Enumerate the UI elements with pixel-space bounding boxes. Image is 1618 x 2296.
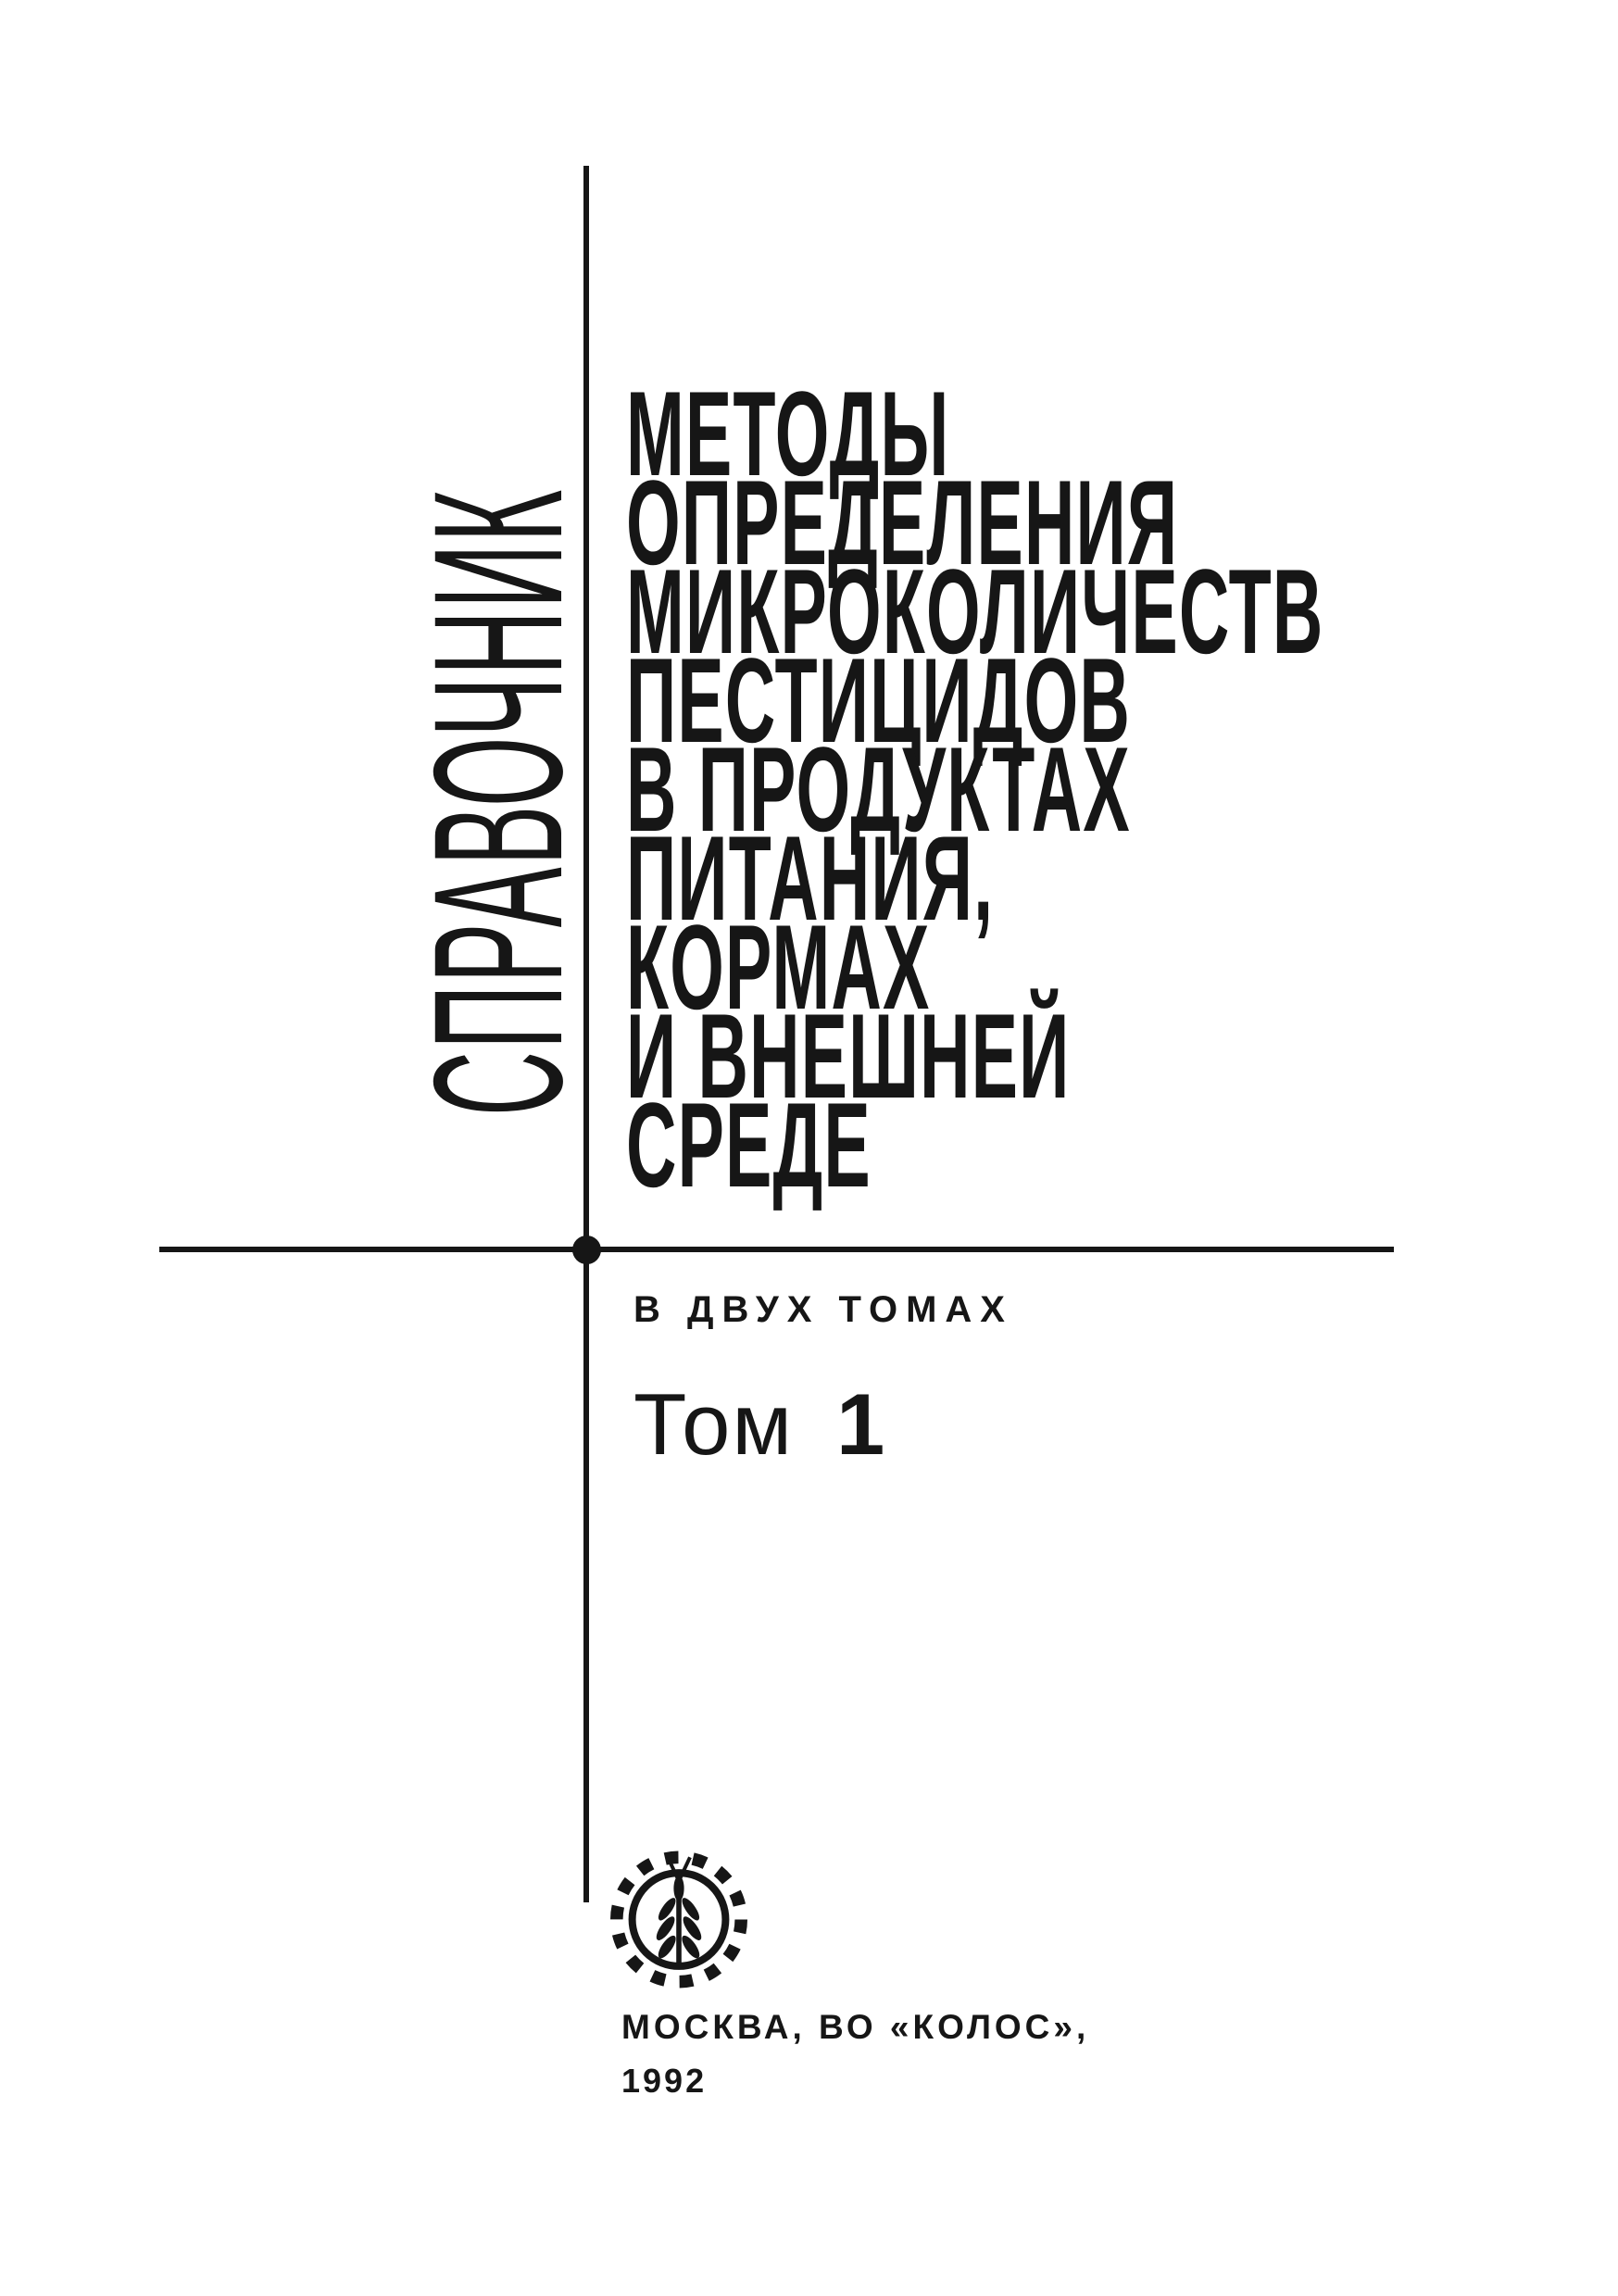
edition-note: В ДВУХ ТОМАХ	[633, 1289, 1013, 1330]
title-line: И ВНЕШНЕЙ	[626, 988, 1071, 1123]
volume-label: Том	[633, 1375, 794, 1473]
title-line: СРЕДЕ	[626, 1077, 872, 1212]
title-line: МЕТОДЫ	[626, 366, 950, 501]
title-line: КОРМАХ	[626, 899, 931, 1035]
volume-number: 1	[835, 1375, 887, 1473]
volume-line: Том 1	[633, 1374, 886, 1474]
gear-rim-icon	[628, 1869, 730, 1970]
kolos-emblem-icon	[610, 1851, 747, 1989]
book-title: МЕТОДЫ ОПРЕДЕЛЕНИЯ МИКРОКОЛИЧЕСТВ ПЕСТИЦ…	[626, 366, 1324, 1212]
vertical-divider-rule	[583, 166, 589, 1902]
divider-intersection-dot	[572, 1236, 601, 1264]
title-line: ПИТАНИЯ,	[626, 810, 995, 946]
title-line: В ПРОДУКТАХ	[626, 721, 1131, 857]
series-spine-label: СПРАВОЧНИК	[395, 487, 600, 1117]
title-line: ОПРЕДЕЛЕНИЯ	[626, 455, 1179, 590]
gear-teeth-icon	[610, 1851, 747, 1989]
title-line: ПЕСТИЦИДОВ	[626, 633, 1132, 768]
wheat-grains-icon	[656, 1876, 702, 1959]
imprint-publisher: МОСКВА, ВО «КОЛОС»,	[621, 2008, 1090, 2046]
imprint-year: 1992	[621, 2062, 708, 2100]
title-line: МИКРОКОЛИЧЕСТВ	[626, 544, 1324, 679]
publisher-logo	[605, 1846, 753, 1999]
horizontal-divider-rule	[159, 1247, 1394, 1252]
